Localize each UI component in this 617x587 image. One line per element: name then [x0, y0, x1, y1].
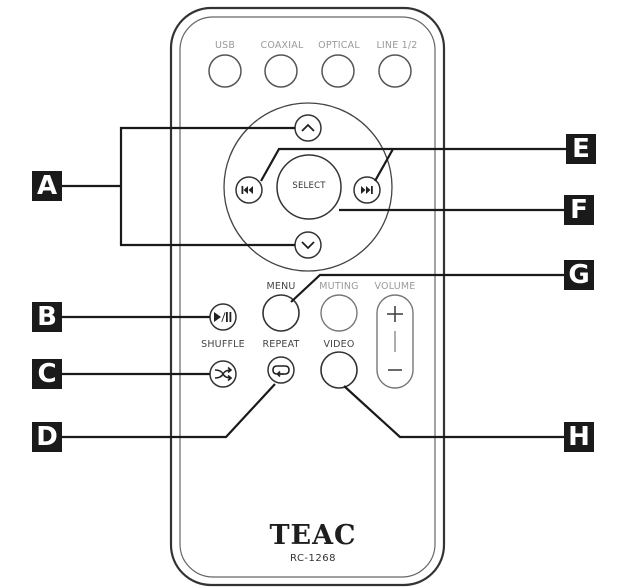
repeat-icon	[272, 365, 290, 378]
coaxial-label: COAXIAL	[260, 40, 304, 51]
model-number: RC-1268	[290, 553, 336, 564]
video-label: VIDEO	[323, 339, 355, 350]
volume-label: VOLUME	[374, 281, 416, 292]
menu-button[interactable]	[262, 294, 300, 332]
callout-d: D	[32, 422, 62, 452]
up-arrow-icon	[301, 123, 315, 132]
usb-button[interactable]	[208, 54, 242, 88]
optical-label: OPTICAL	[318, 40, 360, 51]
brand-logo: TEAC	[269, 520, 357, 551]
coaxial-button[interactable]	[264, 54, 298, 88]
line-button[interactable]	[378, 54, 412, 88]
callout-h: H	[564, 422, 594, 452]
callout-c: C	[32, 359, 62, 389]
down-button[interactable]	[294, 231, 322, 259]
play-pause-icon	[214, 312, 232, 323]
callout-line-e-right	[374, 148, 394, 182]
remote-inner-body	[179, 16, 436, 578]
muting-button[interactable]	[320, 294, 358, 332]
callout-lines	[62, 126, 566, 439]
skip-forward-icon	[361, 186, 373, 194]
menu-label: MENU	[266, 281, 296, 292]
down-arrow-icon	[301, 241, 315, 250]
muting-label: MUTING	[319, 281, 359, 292]
usb-label: USB	[214, 40, 236, 51]
up-button[interactable]	[294, 114, 322, 142]
callout-f: F	[564, 195, 594, 225]
callout-e: E	[566, 134, 596, 164]
callout-g: G	[564, 260, 594, 290]
select-button[interactable]	[276, 154, 342, 220]
callout-line-e	[260, 147, 566, 182]
callout-line-h	[343, 385, 564, 439]
shuffle-label: SHUFFLE	[201, 339, 245, 350]
callout-line-g	[290, 273, 564, 303]
skip-back-icon	[241, 186, 253, 194]
video-button[interactable]	[320, 351, 358, 389]
repeat-label: REPEAT	[262, 339, 300, 350]
select-label: SELECT	[292, 181, 326, 191]
callout-b: B	[32, 302, 62, 332]
shuffle-icon	[214, 366, 233, 382]
callout-line-d	[62, 383, 276, 439]
callout-a: A	[32, 171, 62, 201]
repeat-button[interactable]	[267, 356, 295, 384]
volume-up-button[interactable]	[387, 306, 403, 322]
line-label: LINE 1/2	[376, 40, 418, 51]
optical-button[interactable]	[321, 54, 355, 88]
